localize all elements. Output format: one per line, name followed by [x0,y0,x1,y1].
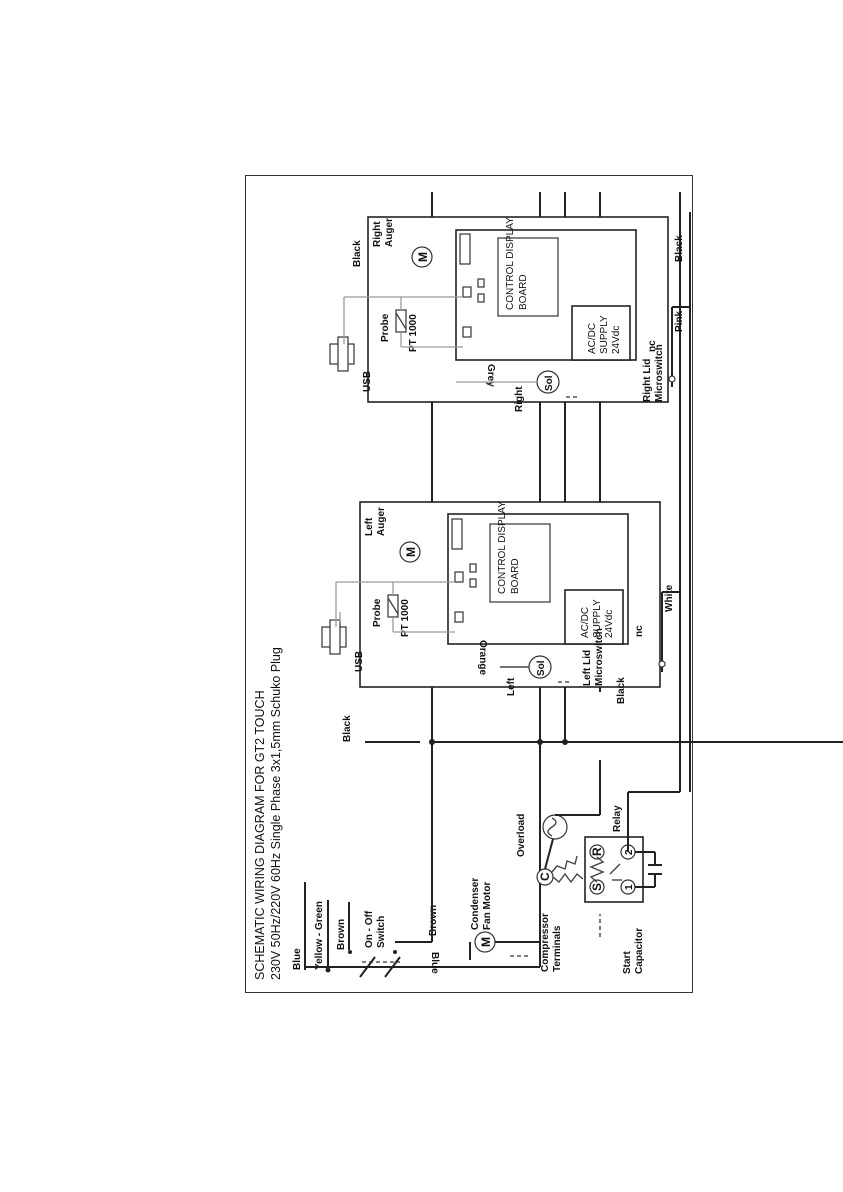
start-capacitor-label-2: Capacitor [634,928,645,974]
right-auger-label-1: Right [372,221,383,247]
switch-label-2: Switch [376,916,387,948]
right-black-bottom-label: Black [674,235,685,262]
diagram-frame [245,175,693,993]
right-supply-label-2: SUPPLY [599,315,610,354]
left-sol-label: Left [506,677,517,696]
fan-motor-label-1: Condenser [470,878,481,930]
overload-label: Overload [516,814,527,857]
left-supply-label-1: AC/DC [580,607,591,638]
left-pt1000-label: PT 1000 [400,599,411,637]
left-sol-symbol: Sol [536,660,547,676]
left-supply-label-3: 24Vdc [604,610,615,638]
left-black-wire-label: Black [342,715,353,742]
terminal-r: R [590,847,604,856]
wire-label-blue: Blue [292,948,303,970]
condenser-fan-motor: M Condenser Fan Motor [469,878,540,960]
right-nc-label: nc [647,340,658,352]
right-pink-wire-label: Pink [674,310,685,332]
left-nc-label: nc [634,625,645,637]
left-auger-label-1: Left [364,517,375,536]
terminal-s: S [590,883,604,891]
compressor-terminals-label-2: Terminals [552,925,563,972]
right-auger-label-2: Auger [384,218,395,247]
right-lid-label-2: Microswitch [654,344,665,402]
terminal-2: 2 [624,849,635,855]
right-sol-symbol: Sol [544,375,555,391]
left-usb-label: USB [354,651,365,672]
start-capacitor-label-1: Start [622,951,633,974]
left-black-bottom-label: Black [616,677,627,704]
right-board-label-1: CONTROL DISPLAY [505,217,516,310]
right-pt1000-label: PT 1000 [408,314,419,352]
relay-label: Relay [612,805,623,832]
left-orange-wire-label: Orange [477,640,488,675]
rotated-schematic: SCHEMATIC WIRING DIAGRAM FOR GT2 TOUCH 2… [253,192,843,980]
right-lid-label-1: Right Lid [642,359,653,402]
terminal-c: C [538,872,552,881]
fan-motor-label-2: Fan Motor [482,882,493,930]
left-unit: Black Left Auger M CONTROL DISPLAY BOARD [321,501,675,743]
wire-label-blue-2: Blue [429,952,440,974]
wire-label-brown: Brown [336,919,347,950]
right-usb-label: USB [362,371,373,392]
right-supply-label-1: AC/DC [587,323,598,354]
wire-label-brown-2: Brown [428,905,439,936]
fan-motor-symbol: M [479,937,493,947]
switch-label-1: On - Off [364,910,375,948]
compressor: Compressor Terminals Start Capacitor Ove… [516,760,680,974]
terminal-1: 1 [624,884,635,890]
left-board-label-1: CONTROL DISPLAY [497,501,508,594]
right-sol-label: Right [514,386,525,412]
left-white-wire-label: White [664,584,675,612]
left-lid-label-1: Left Lid [582,650,593,686]
left-auger-label-2: Auger [376,507,387,536]
left-lid-label-2: Microswitch [594,628,605,686]
right-unit: Black Right Auger M CONTROL DISPLAY BOAR… [329,216,685,412]
title-line2: 230V 50Hz/220V 60Hz Single Phase 3x1,5mm… [269,647,283,980]
left-auger-motor-symbol: M [404,547,418,557]
left-supply-label-2: SUPPLY [592,599,603,638]
right-black-wire-label: Black [352,240,363,267]
left-board-label-2: BOARD [510,558,521,594]
compressor-terminals-label-1: Compressor [540,913,551,972]
right-board-label-2: BOARD [518,274,529,310]
wire-label-yellow-green: Yellow - Green [314,901,325,970]
right-grey-wire-label: Grey [485,364,496,387]
left-probe-label: Probe [372,598,383,627]
right-probe-label: Probe [380,313,391,342]
right-supply-label-3: 24Vdc [611,326,622,354]
title-line1: SCHEMATIC WIRING DIAGRAM FOR GT2 TOUCH [253,690,267,980]
right-auger-motor-symbol: M [416,252,430,262]
